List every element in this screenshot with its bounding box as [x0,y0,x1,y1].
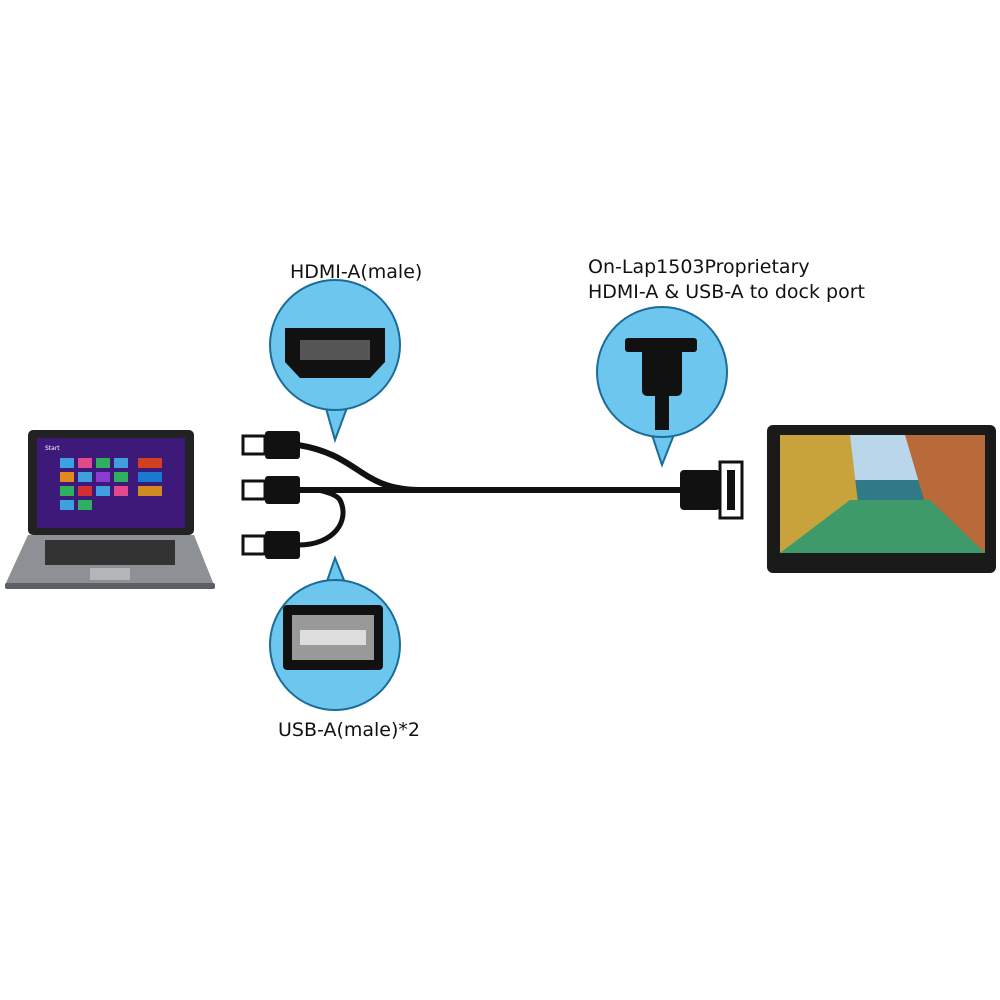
usb-plug-2 [241,531,300,559]
hdmi-label: HDMI-A(male) [290,261,423,283]
cables [295,442,693,548]
dock-label-line1: On-Lap1503Proprietary [588,256,810,278]
usb-label: USB-A(male)*2 [278,719,420,741]
hdmi-callout [269,279,401,444]
dock-connector [680,460,744,520]
portable-monitor [767,425,996,573]
usb-callout [269,555,401,711]
hdmi-plug [241,431,300,459]
laptop: Start [5,430,215,589]
laptop-screen-start: Start [45,445,60,452]
dock-callout [596,306,728,468]
dock-label-line2: HDMI-A & USB-A to dock port [588,281,865,303]
usb-plug-1 [241,476,300,504]
